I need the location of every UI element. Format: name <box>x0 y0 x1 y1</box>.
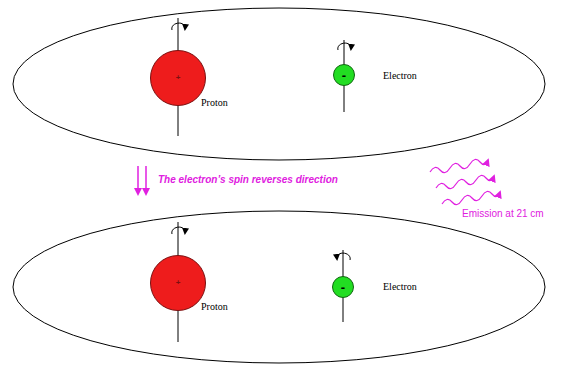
emission-note: Emission at 21 cm <box>462 208 544 219</box>
emission-wave <box>430 159 488 172</box>
transition-note: The electron’s spin reverses direction <box>158 174 338 185</box>
proton-circle: + <box>150 50 206 106</box>
spin-arrow <box>172 227 185 234</box>
orbit <box>13 8 545 160</box>
part-label: Electron <box>383 70 417 81</box>
part-label: Proton <box>201 301 228 312</box>
charge-sign: - <box>342 69 346 82</box>
charge-sign: + <box>176 74 181 82</box>
emission-wave <box>436 175 494 188</box>
orbit <box>13 211 545 363</box>
electron-circle: - <box>332 276 354 298</box>
charge-sign: + <box>176 279 181 287</box>
emission-wave <box>442 191 500 204</box>
transition-arrow <box>137 166 139 194</box>
spin-arrow <box>172 23 185 30</box>
electron-circle: - <box>333 64 355 86</box>
spin-arrow <box>338 43 351 50</box>
spin-arrow <box>337 253 350 260</box>
charge-sign: - <box>341 281 345 294</box>
transition-arrow <box>145 166 147 194</box>
part-label: Electron <box>383 281 417 292</box>
proton-circle: + <box>150 255 206 311</box>
part-label: Proton <box>201 97 228 108</box>
